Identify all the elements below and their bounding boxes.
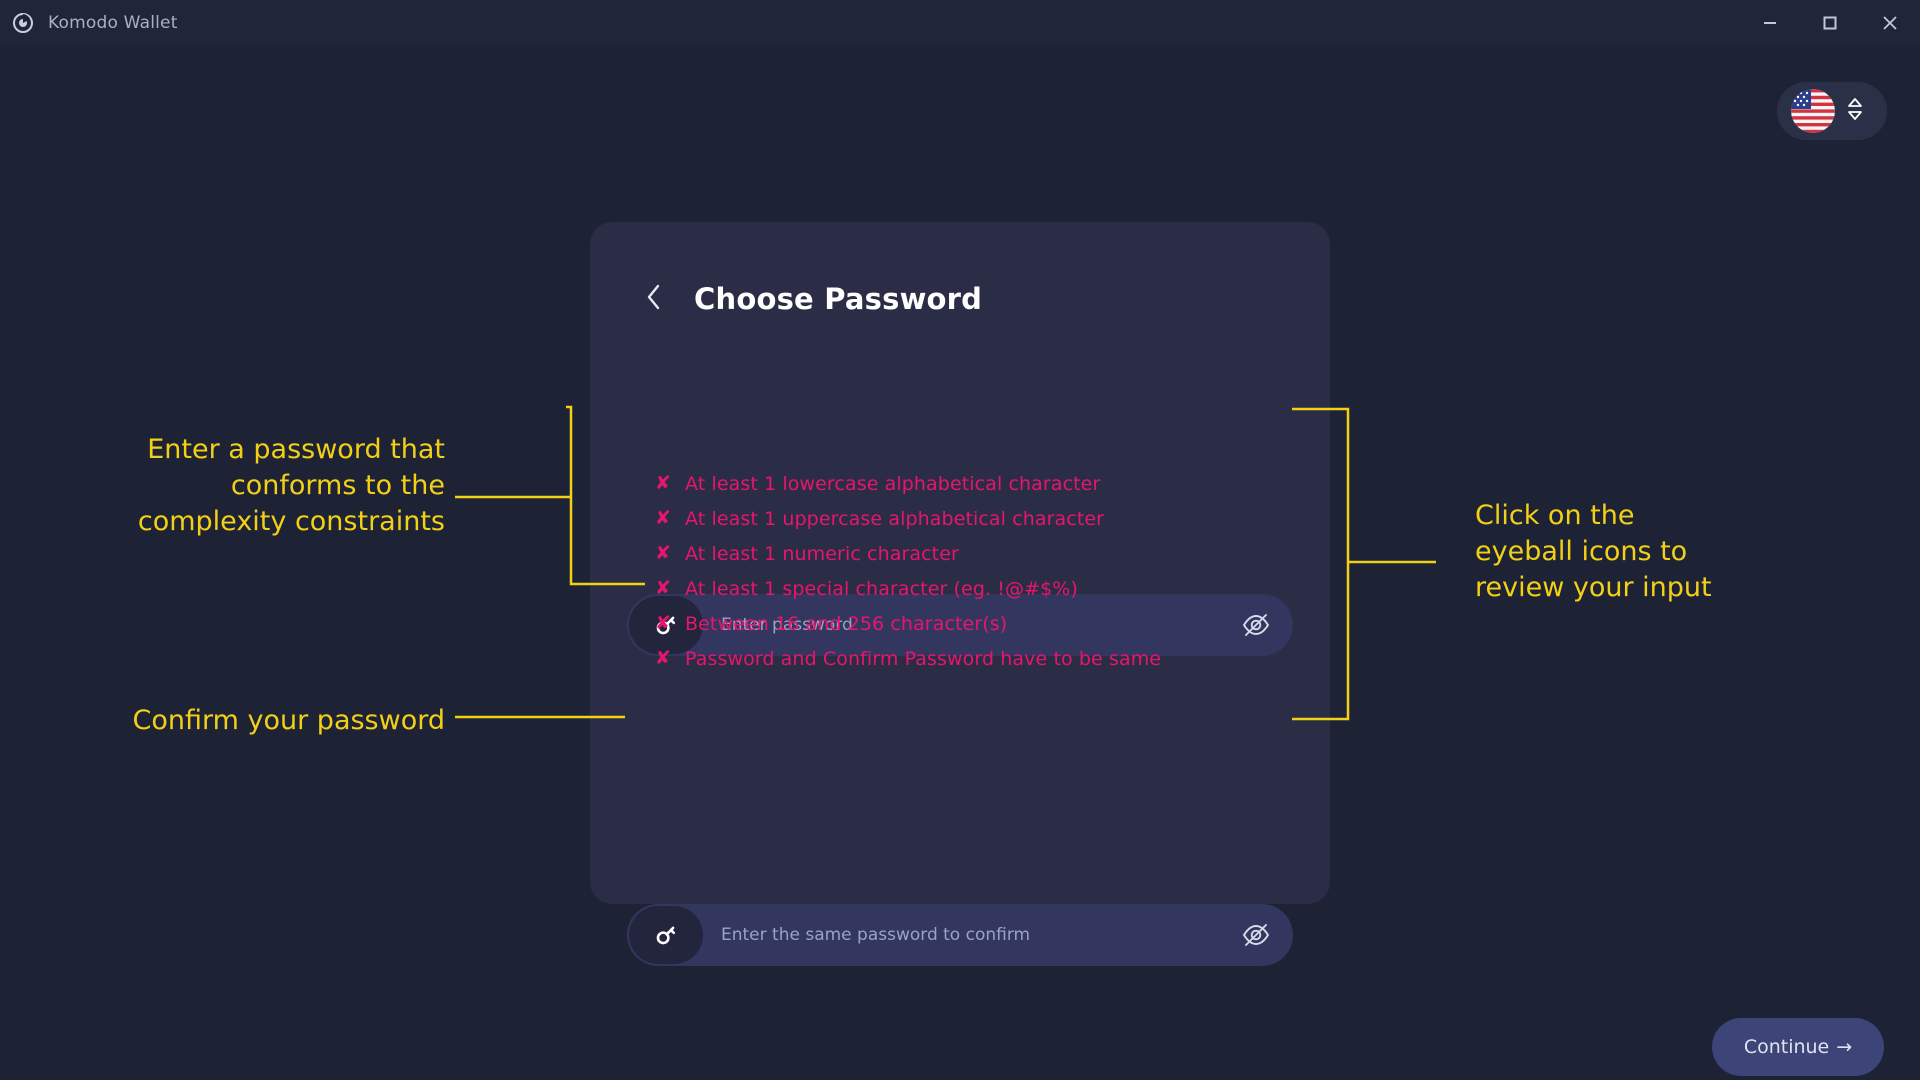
key-icon [629,906,703,964]
key-icon [629,596,703,654]
validation-rule-label: At least 1 special character (eg. !@#$%) [685,577,1078,600]
validation-rule-label: Between 16 and 256 character(s) [685,612,1008,635]
validation-rule: ✘ At least 1 numeric character [655,536,1161,571]
eye-off-icon[interactable] [1219,904,1293,966]
validation-rule: ✘ At least 1 uppercase alphabetical char… [655,501,1161,536]
validation-rule-label: Password and Confirm Password have to be… [685,647,1162,670]
password-input[interactable] [721,615,1219,635]
page-title: Choose Password [694,282,983,316]
validation-rule: ✘ Between 16 and 256 character(s) [655,606,1161,641]
continue-label: Continue [1743,1036,1830,1058]
choose-password-card: Choose Password [590,222,1884,1076]
language-selector[interactable] [1777,82,1887,140]
annotation-password: Enter a password that conforms to the co… [137,434,445,537]
eye-off-icon[interactable] [1219,594,1293,656]
app-title: Komodo Wallet [48,12,178,33]
fail-icon: ✘ [655,577,671,599]
window-controls [1740,0,1920,45]
close-icon[interactable] [1860,0,1920,45]
password-field[interactable] [627,594,1293,656]
fail-icon: ✘ [655,507,671,529]
card-header: Choose Password [646,282,982,316]
validation-rule-label: At least 1 lowercase alphabetical charac… [685,472,1101,495]
title-bar: Komodo Wallet [0,0,1920,45]
validation-rule-label: At least 1 numeric character [685,542,959,565]
minimize-icon[interactable] [1740,0,1800,45]
continue-button[interactable]: Continue → [1712,1018,1884,1076]
validation-rule-label: At least 1 uppercase alphabetical charac… [685,507,1105,530]
maximize-icon[interactable] [1800,0,1860,45]
confirm-password-field[interactable] [627,904,1293,966]
chevron-up-down-icon [1845,96,1865,126]
password-validation-list: ✘ At least 1 lowercase alphabetical char… [655,466,1161,676]
chevron-left-icon[interactable] [646,283,662,315]
annotation-eyeball: Click on the eyeball icons to review you… [1475,500,1712,603]
arrow-right-icon: → [1836,1035,1853,1058]
fail-icon: ✘ [655,542,671,564]
fail-icon: ✘ [655,647,671,669]
komodo-logo-icon [12,12,34,34]
confirm-password-input[interactable] [721,925,1219,945]
us-flag-icon [1791,89,1835,133]
validation-rule: ✘ Password and Confirm Password have to … [655,641,1161,676]
validation-rule: ✘ At least 1 special character (eg. !@#$… [655,571,1161,606]
annotation-confirm: Confirm your password [132,705,445,736]
fail-icon: ✘ [655,472,671,494]
fail-icon: ✘ [655,612,671,634]
validation-rule: ✘ At least 1 lowercase alphabetical char… [655,466,1161,501]
